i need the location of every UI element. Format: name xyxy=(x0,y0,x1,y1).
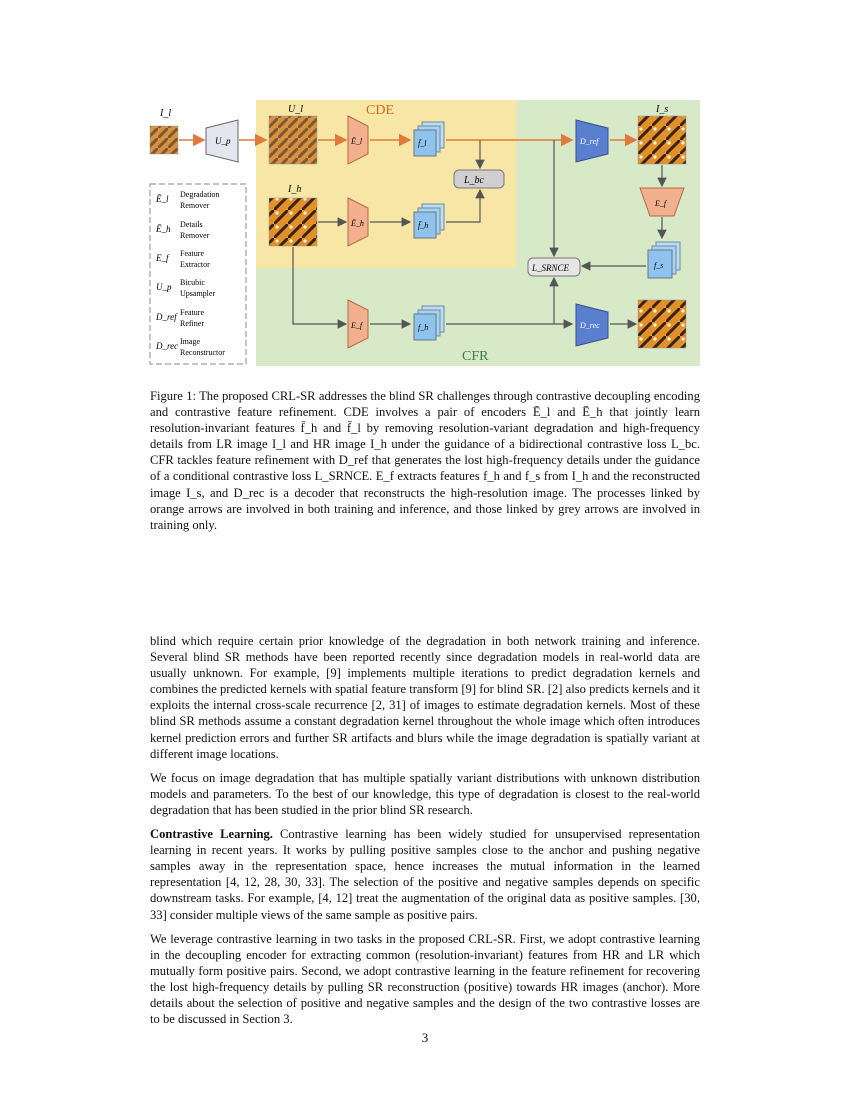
lr-image xyxy=(149,125,179,155)
legend-box xyxy=(149,183,247,365)
svg-text:U_p: U_p xyxy=(156,282,172,292)
svg-text:D_rec: D_rec xyxy=(155,341,178,351)
loss-srnce-box xyxy=(527,257,581,277)
svg-text:Ē_h: Ē_h xyxy=(155,224,171,234)
feature-h-bar-label: f̄_h xyxy=(418,221,428,230)
feature-extractor-block xyxy=(347,299,369,349)
upsampled-label: U_l xyxy=(288,104,303,115)
figure-caption: Figure 1: The proposed CRL-SR addresses … xyxy=(150,389,700,532)
dref-label: D_ref xyxy=(579,137,600,146)
svg-text:Bicubic: Bicubic xyxy=(180,278,205,287)
loss-bc-label: L_bc xyxy=(463,175,485,186)
contrastive-learning-text: Contrastive learning has been widely stu… xyxy=(150,827,700,922)
legend-item-1: Ē_h Details Remover xyxy=(155,220,210,240)
svg-text:Remover: Remover xyxy=(180,201,210,210)
feature-h-bar-block xyxy=(413,211,437,239)
svg-text:Feature: Feature xyxy=(180,249,204,258)
drec-block xyxy=(575,303,609,347)
feature-fs-block xyxy=(647,249,673,279)
loss-srnce-label: L_SRNCE xyxy=(531,263,570,273)
paragraph-leverage: We leverage contrastive learning in two … xyxy=(150,931,700,1027)
body-text: blind which require certain prior knowle… xyxy=(150,633,700,1035)
cde-label: CDE xyxy=(366,103,394,118)
svg-text:Extractor: Extractor xyxy=(180,260,210,269)
legend-item-4: D_ref Feature Refiner xyxy=(155,308,204,328)
svg-text:Feature: Feature xyxy=(180,308,204,317)
feature-extractor-label: E_f xyxy=(350,321,364,330)
upsampled-image xyxy=(268,115,318,165)
input-lr-label: I_l xyxy=(159,108,171,119)
legend-item-2: E_f Feature Extractor xyxy=(155,249,210,269)
reconstructed-image xyxy=(637,299,687,349)
legend-item-0: Ē_l Degradation Remover xyxy=(155,190,220,210)
svg-text:Details: Details xyxy=(180,220,203,229)
upsampler-block xyxy=(205,119,239,163)
sr-label: I_s xyxy=(655,104,668,115)
feature-extractor-right-block xyxy=(639,187,685,217)
architecture-diagram: CDE CFR I_l U_p U_l Ē_l f̄_l L_bc I_h Ē_… xyxy=(149,100,700,366)
feature-l-label: f̄_l xyxy=(418,139,427,148)
svg-text:Remover: Remover xyxy=(180,231,210,240)
hr-image xyxy=(268,197,318,247)
svg-text:Degradation: Degradation xyxy=(180,190,220,199)
encoder-l-block xyxy=(347,115,369,165)
paragraph-degradation-focus: We focus on image degradation that has m… xyxy=(150,770,700,817)
encoder-h-block xyxy=(347,197,369,247)
contrastive-learning-heading: Contrastive Learning. xyxy=(150,827,273,842)
svg-text:Ē_l: Ē_l xyxy=(155,194,169,204)
feature-fh-label: f_h xyxy=(418,323,428,332)
dref-block xyxy=(575,119,609,163)
feature-extractor-right-label: E_f xyxy=(654,199,668,208)
sr-image xyxy=(637,115,687,165)
svg-text:E_f: E_f xyxy=(155,253,170,263)
paragraph-contrastive-learning: Contrastive Learning. Contrastive learni… xyxy=(150,826,700,923)
hr-label: I_h xyxy=(287,184,301,195)
loss-bc-box xyxy=(453,169,505,189)
page-number: 3 xyxy=(421,1030,429,1045)
drec-label: D_rec xyxy=(579,321,600,330)
legend-item-5: D_rec Image Reconstructor xyxy=(155,337,225,357)
encoder-h-label: Ē_h xyxy=(350,219,364,228)
legend-item-3: U_p Bicubic Upsampler xyxy=(156,278,215,298)
cfr-region-bottom xyxy=(256,268,516,366)
feature-l-block xyxy=(413,129,437,157)
svg-text:Image: Image xyxy=(180,337,200,346)
paragraph-blind-sr: blind which require certain prior knowle… xyxy=(150,634,700,761)
cfr-label: CFR xyxy=(462,349,489,364)
feature-fs-label: f_s xyxy=(654,261,663,270)
feature-fh-block xyxy=(413,313,437,341)
svg-text:Refiner: Refiner xyxy=(180,319,204,328)
svg-text:D_ref: D_ref xyxy=(155,312,178,322)
svg-text:Upsampler: Upsampler xyxy=(180,289,215,298)
svg-text:Reconstructor: Reconstructor xyxy=(180,348,225,357)
upsampler-label: U_p xyxy=(215,136,231,146)
encoder-l-label: Ē_l xyxy=(350,137,363,146)
figure-1: CDE CFR I_l U_p U_l Ē_l f̄_l L_bc I_h Ē_… xyxy=(148,98,700,368)
